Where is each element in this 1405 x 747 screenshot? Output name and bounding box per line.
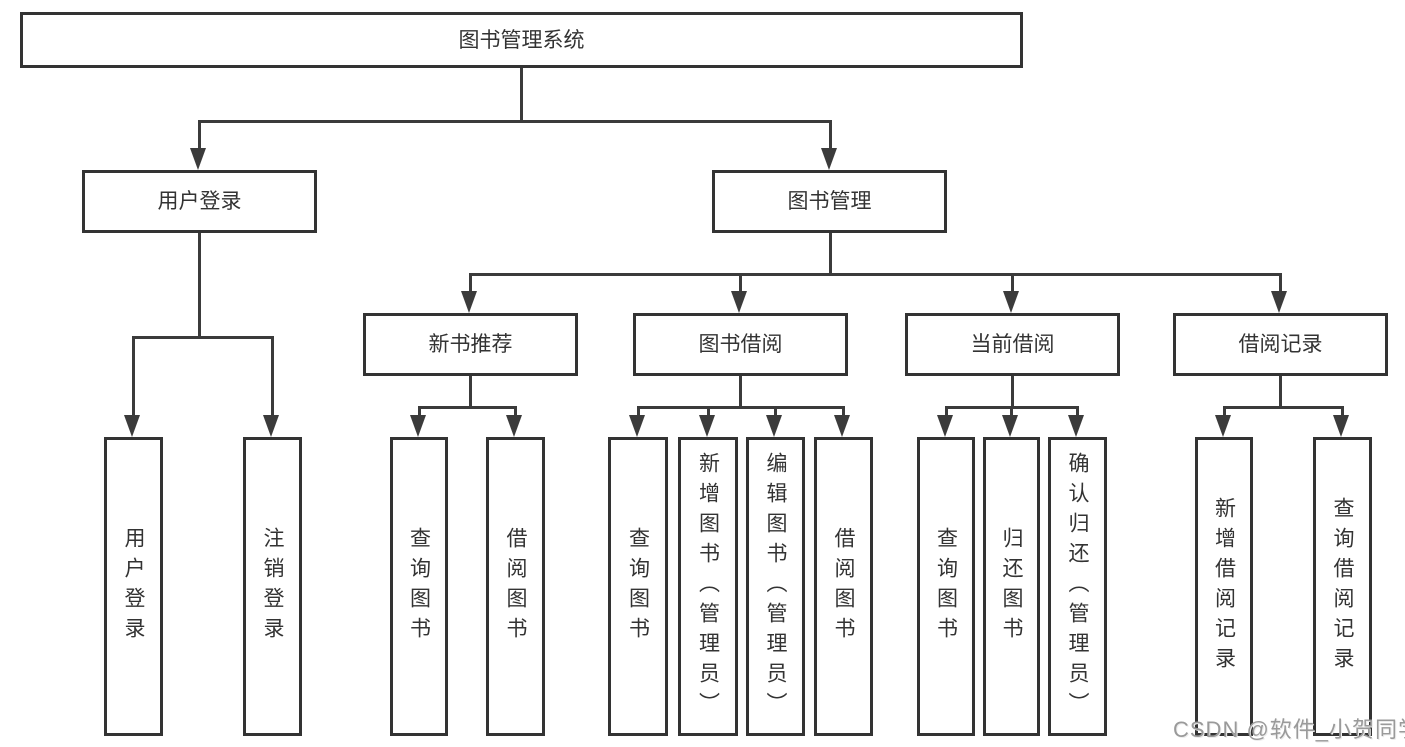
node-label: 当前借阅: [970, 333, 1055, 356]
arrowhead-down-icon: [766, 415, 782, 437]
connector-arrow-stem: [469, 273, 472, 293]
connector-stem: [1011, 376, 1014, 409]
connector-arrow-stem: [1279, 273, 1282, 293]
arrowhead-down-icon: [461, 291, 477, 313]
connector-stem: [469, 376, 472, 409]
leaf-borrow-books-borrowing: 借阅图书: [814, 437, 873, 736]
connector-arrow-stem: [739, 273, 742, 293]
node-library-management-system: 图书管理系统: [20, 12, 1023, 68]
node-current-borrowing: 当前借阅: [905, 313, 1120, 376]
connector-rail: [470, 273, 1281, 276]
connector-rail: [638, 406, 845, 409]
leaf-label: 确认归还（管理员）: [1066, 451, 1089, 722]
leaf-label: 查询图书: [934, 526, 958, 647]
connector-arrow-stem: [774, 406, 777, 417]
leaf-query-books-recommend: 查询图书: [390, 437, 448, 736]
leaf-confirm-return-admin: 确认归还（管理员）: [1048, 437, 1107, 736]
csdn-watermark: CSDN @软件_小贺同学: [1173, 717, 1405, 742]
arrowhead-down-icon: [1068, 415, 1084, 437]
leaf-label: 注销登录: [261, 526, 284, 647]
node-user-login: 用户登录: [82, 170, 317, 233]
leaf-label: 查询图书: [407, 526, 431, 647]
node-borrowing-records: 借阅记录: [1173, 313, 1388, 376]
connector-arrow-stem: [707, 406, 710, 417]
connector-arrow-stem: [514, 406, 517, 417]
connector-arrow-stem: [1341, 406, 1344, 417]
arrowhead-down-icon: [190, 148, 206, 170]
arrowhead-down-icon: [263, 415, 279, 437]
node-label: 图书借阅: [698, 333, 783, 356]
arrowhead-down-icon: [1215, 415, 1231, 437]
arrowhead-down-icon: [629, 415, 645, 437]
connector-rail: [419, 406, 516, 409]
connector-stem: [1279, 376, 1282, 409]
leaf-edit-books-admin: 编辑图书（管理员）: [746, 437, 805, 736]
leaf-label: 借阅图书: [504, 526, 527, 647]
leaf-label: 查询图书: [626, 526, 650, 647]
leaf-query-books-current: 查询图书: [917, 437, 975, 736]
connector-stem: [829, 233, 832, 276]
leaf-label: 编辑图书（管理员）: [764, 451, 787, 722]
leaf-logout: 注销登录: [243, 437, 302, 736]
connector-arrow-stem: [1223, 406, 1226, 417]
connector-arrow-stem: [1076, 406, 1079, 417]
connector-arrow-stem: [829, 120, 832, 150]
arrowhead-down-icon: [410, 415, 426, 437]
arrowhead-down-icon: [937, 415, 953, 437]
leaf-borrow-books-recommend: 借阅图书: [486, 437, 545, 736]
connector-arrow-stem: [271, 336, 274, 417]
leaf-return-books: 归还图书: [983, 437, 1040, 736]
connector-arrow-stem: [842, 406, 845, 417]
connector-arrow-stem: [637, 406, 640, 417]
connector-arrow-stem: [132, 336, 135, 417]
connector-arrow-stem: [1011, 273, 1014, 293]
leaf-add-books-admin: 新增图书（管理员）: [678, 437, 738, 736]
leaf-query-books-borrowing: 查询图书: [608, 437, 668, 736]
leaf-label: 用户登录: [122, 526, 145, 647]
leaf-label: 新增借阅记录: [1212, 496, 1236, 677]
arrowhead-down-icon: [1003, 291, 1019, 313]
arrowhead-down-icon: [821, 148, 837, 170]
connector-stem: [520, 68, 523, 123]
leaf-query-borrow-record: 查询借阅记录: [1313, 437, 1372, 736]
arrowhead-down-icon: [506, 415, 522, 437]
connector-arrow-stem: [1010, 406, 1013, 417]
connector-arrow-stem: [198, 120, 201, 150]
node-label: 新书推荐: [428, 333, 513, 356]
leaf-label: 归还图书: [1000, 526, 1023, 647]
arrowhead-down-icon: [731, 291, 747, 313]
connector-stem: [739, 376, 742, 409]
leaf-label: 查询借阅记录: [1331, 496, 1354, 677]
arrowhead-down-icon: [1271, 291, 1287, 313]
connector-stem: [198, 233, 201, 339]
arrowhead-down-icon: [834, 415, 850, 437]
arrowhead-down-icon: [699, 415, 715, 437]
leaf-label: 新增图书（管理员）: [696, 451, 720, 722]
arrowhead-down-icon: [124, 415, 140, 437]
leaf-label: 借阅图书: [832, 526, 855, 647]
connector-rail: [199, 120, 831, 123]
arrowhead-down-icon: [1333, 415, 1349, 437]
node-label: 用户登录: [157, 190, 242, 213]
connector-arrow-stem: [418, 406, 421, 417]
arrowhead-down-icon: [1002, 415, 1018, 437]
node-label: 借阅记录: [1238, 333, 1323, 356]
leaf-user-login: 用户登录: [104, 437, 163, 736]
connector-rail: [133, 336, 274, 339]
node-label: 图书管理系统: [458, 28, 585, 52]
connector-rail: [1224, 406, 1343, 409]
node-book-management: 图书管理: [712, 170, 947, 233]
node-label: 图书管理: [787, 190, 872, 213]
connector-arrow-stem: [945, 406, 948, 417]
node-new-book-recommendation: 新书推荐: [363, 313, 578, 376]
node-book-borrowing: 图书借阅: [633, 313, 848, 376]
leaf-add-borrow-record: 新增借阅记录: [1195, 437, 1253, 736]
